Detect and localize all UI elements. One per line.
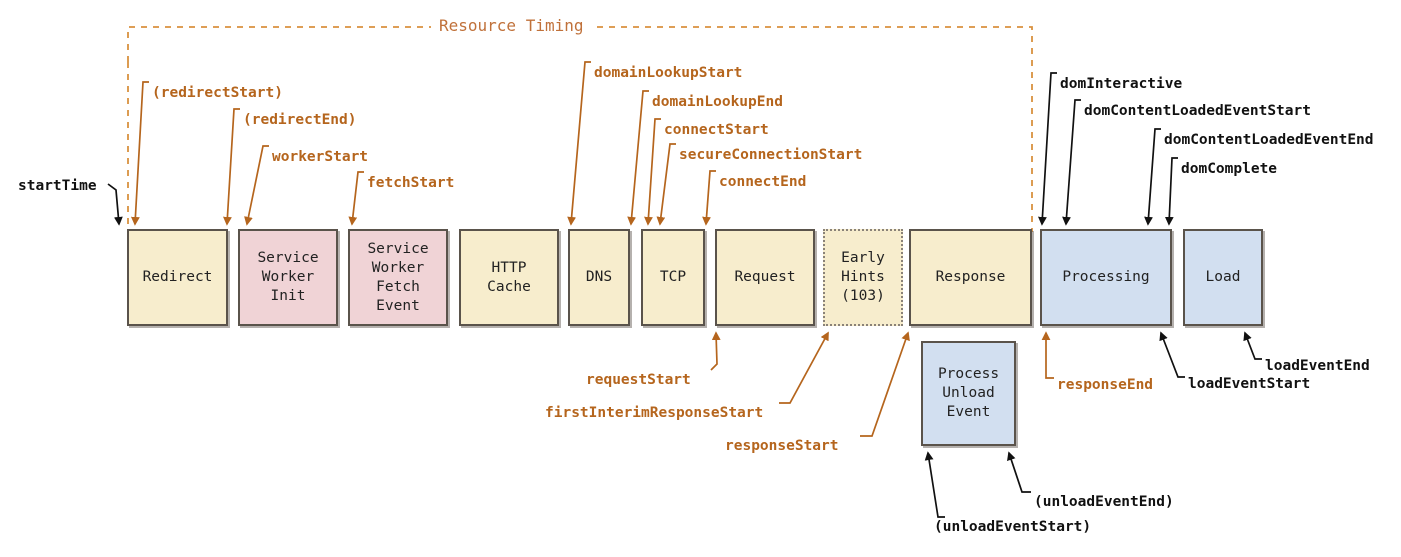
arrow-unload-event-end (1007, 451, 1031, 493)
arrow-fetch-start (348, 171, 364, 226)
annotation-domain-lookup-start: domainLookupStart (594, 65, 743, 81)
arrow-first-interim-response-start (779, 331, 829, 404)
annotation-connect-end: connectEnd (719, 174, 807, 190)
phase-box-service-worker-init: Service Worker Init (238, 229, 338, 326)
arrow-secure-connection-start (656, 143, 676, 226)
annotation-start-time: startTime (18, 178, 97, 194)
arrow-dom-content-loaded-event-end (1144, 128, 1161, 226)
phase-label-tcp: TCP (659, 269, 687, 285)
phase-box-early-hints: Early Hints (103) (823, 229, 903, 326)
arrow-start-time (107, 183, 123, 226)
phase-label-dns: DNS (585, 269, 613, 285)
phase-label-service-worker-fetch: Service Worker Fetch Event (367, 240, 429, 314)
phase-box-request: Request (715, 229, 815, 326)
annotation-response-end: responseEnd (1057, 377, 1154, 393)
annotation-worker-start: workerStart (272, 149, 369, 165)
annotation-load-event-start: loadEventStart (1188, 376, 1311, 392)
arrow-worker-start (244, 145, 269, 226)
phase-box-processing: Processing (1040, 229, 1172, 326)
phase-box-process-unload-event: Process Unload Event (921, 341, 1016, 446)
phase-box-response: Response (909, 229, 1032, 326)
phase-label-response: Response (935, 269, 1006, 285)
phase-label-request: Request (734, 269, 796, 285)
arrow-unload-event-start (924, 451, 945, 518)
annotation-request-start: requestStart (586, 372, 691, 388)
phase-box-load: Load (1183, 229, 1263, 326)
arrow-load-event-end (1243, 331, 1262, 360)
annotation-redirect-end: (redirectEnd) (243, 112, 357, 128)
phase-label-load: Load (1205, 269, 1241, 285)
annotation-dom-complete: domComplete (1181, 161, 1278, 177)
arrow-connect-start (644, 118, 661, 226)
annotation-secure-connection-start: secureConnectionStart (679, 147, 863, 163)
phase-box-tcp: TCP (641, 229, 705, 326)
phase-label-service-worker-init: Service Worker Init (257, 250, 319, 304)
annotation-redirect-start: (redirectStart) (152, 85, 283, 101)
arrow-dom-interactive (1038, 72, 1057, 226)
annotation-load-event-end: loadEventEnd (1265, 358, 1370, 374)
annotation-unload-event-start: (unloadEventStart) (934, 519, 1092, 535)
arrow-response-start (860, 331, 910, 437)
arrow-redirect-end (223, 108, 240, 226)
phase-label-redirect: Redirect (142, 269, 213, 285)
phase-label-process-unload-event: Process Unload Event (937, 366, 1000, 420)
arrow-connect-end (702, 170, 716, 226)
annotation-dom-content-loaded-event-end: domContentLoadedEventEnd (1164, 132, 1374, 148)
arrow-domain-lookup-start (567, 61, 591, 226)
arrow-dom-complete (1164, 157, 1178, 226)
phase-box-service-worker-fetch: Service Worker Fetch Event (348, 229, 448, 326)
annotation-unload-event-end: (unloadEventEnd) (1034, 494, 1174, 510)
phase-box-http-cache: HTTP Cache (459, 229, 559, 326)
arrow-response-end (1041, 331, 1054, 379)
annotation-fetch-start: fetchStart (367, 175, 455, 191)
arrow-redirect-start (130, 81, 149, 226)
phase-box-redirect: Redirect (127, 229, 228, 326)
annotation-dom-content-loaded-event-start: domContentLoadedEventStart (1084, 103, 1311, 119)
phase-label-early-hints: Early Hints (103) (841, 250, 885, 304)
phase-label-processing: Processing (1062, 269, 1150, 285)
annotation-connect-start: connectStart (664, 122, 769, 138)
annotation-domain-lookup-end: domainLookupEnd (652, 94, 783, 110)
resource-timing-bracket (127, 26, 1033, 232)
arrow-domain-lookup-end (627, 90, 649, 226)
annotation-dom-interactive: domInteractive (1060, 76, 1183, 92)
phase-label-http-cache: HTTP Cache (487, 259, 531, 295)
arrow-dom-content-loaded-event-start (1062, 99, 1081, 226)
annotation-first-interim-response-start: firstInterimResponseStart (545, 405, 764, 421)
arrow-request-start (710, 331, 721, 371)
phase-box-dns: DNS (568, 229, 630, 326)
annotation-response-start: responseStart (725, 438, 839, 454)
arrow-load-event-start (1159, 331, 1185, 378)
resource-timing-bracket-label: Resource Timing (431, 16, 592, 35)
